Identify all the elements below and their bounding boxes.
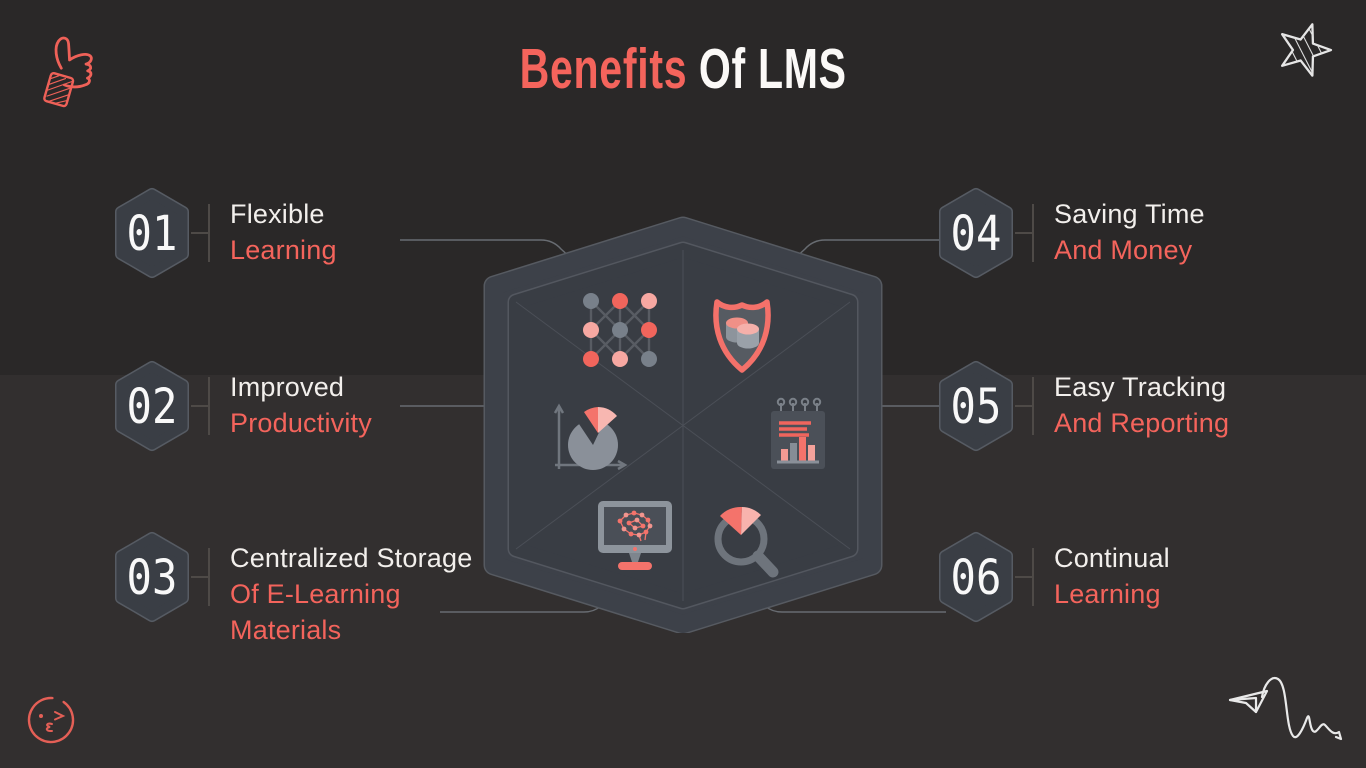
- magnifier-pie-icon: [714, 506, 779, 578]
- tick-divider: [1032, 204, 1034, 262]
- benefit-hexagon: [115, 532, 189, 622]
- hexagon-fill: [940, 533, 1012, 621]
- star-doodle-icon: [1279, 18, 1337, 79]
- coins: [726, 317, 759, 349]
- tick-divider: [1032, 377, 1034, 435]
- hexagon-fill: [116, 362, 188, 450]
- tick-divider: [208, 204, 210, 262]
- monitor-brain-icon: [598, 501, 672, 570]
- benefit-subtitle: Learning: [1054, 579, 1161, 609]
- benefit-item-05: 05 Easy Tracking And Reporting: [938, 360, 1366, 452]
- benefit-title: Flexible: [230, 199, 325, 229]
- benefit-number: 05: [950, 379, 1002, 435]
- center-hexagon: [483, 216, 883, 633]
- benefit-title: Centralized Storage: [230, 543, 473, 573]
- benefit-item-02: 02 Improved Productivity: [114, 360, 544, 452]
- benefit-item-04: 04 Saving Time And Money: [938, 187, 1366, 279]
- benefit-number: 01: [126, 206, 178, 262]
- hexagon-fill: [940, 362, 1012, 450]
- tick-divider: [208, 377, 210, 435]
- tick-divider: [208, 548, 210, 606]
- benefit-hexagon: [939, 361, 1013, 451]
- tick-connector: [191, 232, 208, 234]
- thumbs-up-doodle-icon: [43, 36, 93, 108]
- benefit-subtitle: Productivity: [230, 408, 372, 438]
- benefit-hexagon: [115, 188, 189, 278]
- benefit-number: 03: [126, 550, 178, 606]
- benefit-subtitle: And Reporting: [1054, 408, 1230, 438]
- benefit-number: 02: [126, 379, 178, 435]
- tick-divider: [1032, 548, 1034, 606]
- tick-connector: [1015, 405, 1032, 407]
- hexagon-fill: [940, 189, 1012, 277]
- hexagon-fill: [116, 533, 188, 621]
- benefit-number: 06: [950, 550, 1002, 606]
- benefit-hexagon: [115, 361, 189, 451]
- tick-connector: [1015, 232, 1032, 234]
- wink-face-doodle-icon: [27, 696, 75, 744]
- shield-coins-icon: [713, 299, 771, 373]
- benefit-title: Continual: [1054, 543, 1170, 573]
- benefit-hexagon: [939, 532, 1013, 622]
- benefit-title: Improved: [230, 372, 345, 402]
- paper-plane-doodle-icon: [1228, 677, 1343, 741]
- benefit-hexagon: [939, 188, 1013, 278]
- benefit-subtitle: Learning: [230, 235, 337, 265]
- benefit-item-06: 06 Continual Learning: [938, 531, 1366, 623]
- title-accent-text: Benefits: [519, 37, 688, 101]
- neural-network-icon: [583, 293, 657, 367]
- benefit-item-01: 01 Flexible Learning: [114, 187, 544, 279]
- benefit-item-03: 03 Centralized Storage Of E-Learning Mat…: [114, 531, 544, 645]
- hexagon-fill: [116, 189, 188, 277]
- segment-dividers: [515, 250, 851, 601]
- tick-connector: [191, 576, 208, 578]
- title-rest-text: Of LMS: [698, 37, 847, 101]
- benefit-title: Easy Tracking: [1054, 372, 1227, 402]
- tick-connector: [1015, 576, 1032, 578]
- benefit-subtitle: Of E-Learning Materials: [230, 579, 401, 645]
- benefit-title: Saving Time: [1054, 199, 1205, 229]
- report-notepad-icon: [771, 397, 825, 469]
- benefit-number: 04: [950, 206, 1002, 262]
- pie-chart-axes-icon: [553, 403, 628, 471]
- tick-connector: [191, 405, 208, 407]
- benefit-subtitle: And Money: [1054, 235, 1193, 265]
